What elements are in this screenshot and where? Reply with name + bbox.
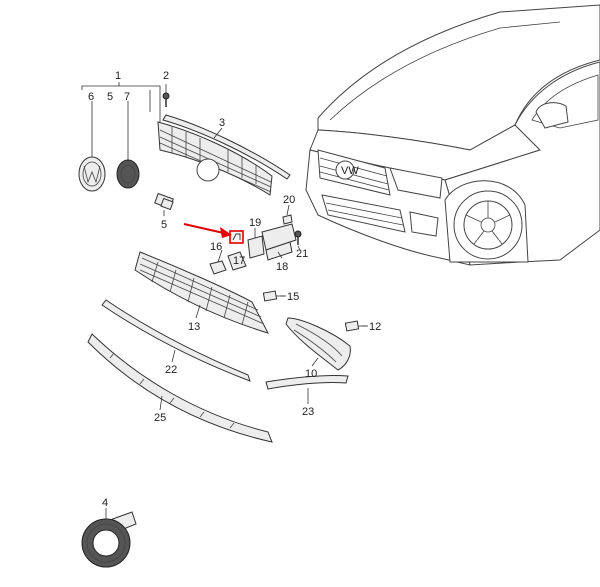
callout-5-bottom: 5	[161, 219, 167, 231]
lower-grille-part	[134, 251, 269, 334]
callout-25: 25	[154, 412, 166, 424]
callout-18: 18	[276, 261, 288, 273]
highlighted-bracket-part	[229, 230, 244, 244]
callout-19: 19	[249, 217, 261, 229]
callout-12: 12	[369, 321, 381, 333]
round-badge-part	[116, 159, 140, 189]
callout-7: 7	[124, 91, 130, 103]
car-illustration: VW	[305, 4, 600, 266]
callout-1: 1	[115, 70, 121, 82]
clip-part-12	[344, 320, 360, 332]
highlight-arrow	[183, 223, 232, 238]
callout-10: 10	[305, 368, 317, 380]
clip-part-5	[154, 192, 174, 211]
bracket-part-16	[209, 251, 247, 275]
spoiler-strip-part-25	[87, 333, 273, 443]
clip-part-15	[262, 290, 278, 302]
bumper-strip-part-22	[101, 299, 251, 382]
callout-5-top: 5	[107, 91, 113, 103]
callout-16: 16	[210, 241, 222, 253]
adhesive-tape-roll-part	[81, 511, 137, 568]
callout-labels: 1 2 3 4 5 5 6 7 10 12 13 15 16 17 18 19 …	[88, 70, 381, 509]
grille-trim-strip-part	[162, 114, 291, 180]
callout-21: 21	[296, 248, 308, 260]
clip-part-20	[282, 214, 293, 225]
vw-emblem-part	[78, 156, 106, 192]
callout-22: 22	[165, 364, 177, 376]
sensor-bracket-part	[247, 223, 297, 261]
screw-part	[162, 92, 170, 107]
screw-part-21	[294, 230, 302, 245]
callout-13: 13	[188, 321, 200, 333]
upper-grille-part	[157, 121, 273, 196]
callout-4: 4	[102, 497, 108, 509]
callout-20: 20	[283, 194, 295, 206]
side-trim-part-23	[265, 374, 349, 390]
svg-text:VW: VW	[341, 165, 359, 177]
callout-6: 6	[88, 91, 94, 103]
callout-15: 15	[287, 291, 299, 303]
callout-3: 3	[219, 117, 225, 129]
callout-17: 17	[233, 255, 245, 267]
callout-23: 23	[302, 406, 314, 418]
callout-2: 2	[163, 70, 169, 82]
fog-light-trim-part	[285, 317, 351, 371]
